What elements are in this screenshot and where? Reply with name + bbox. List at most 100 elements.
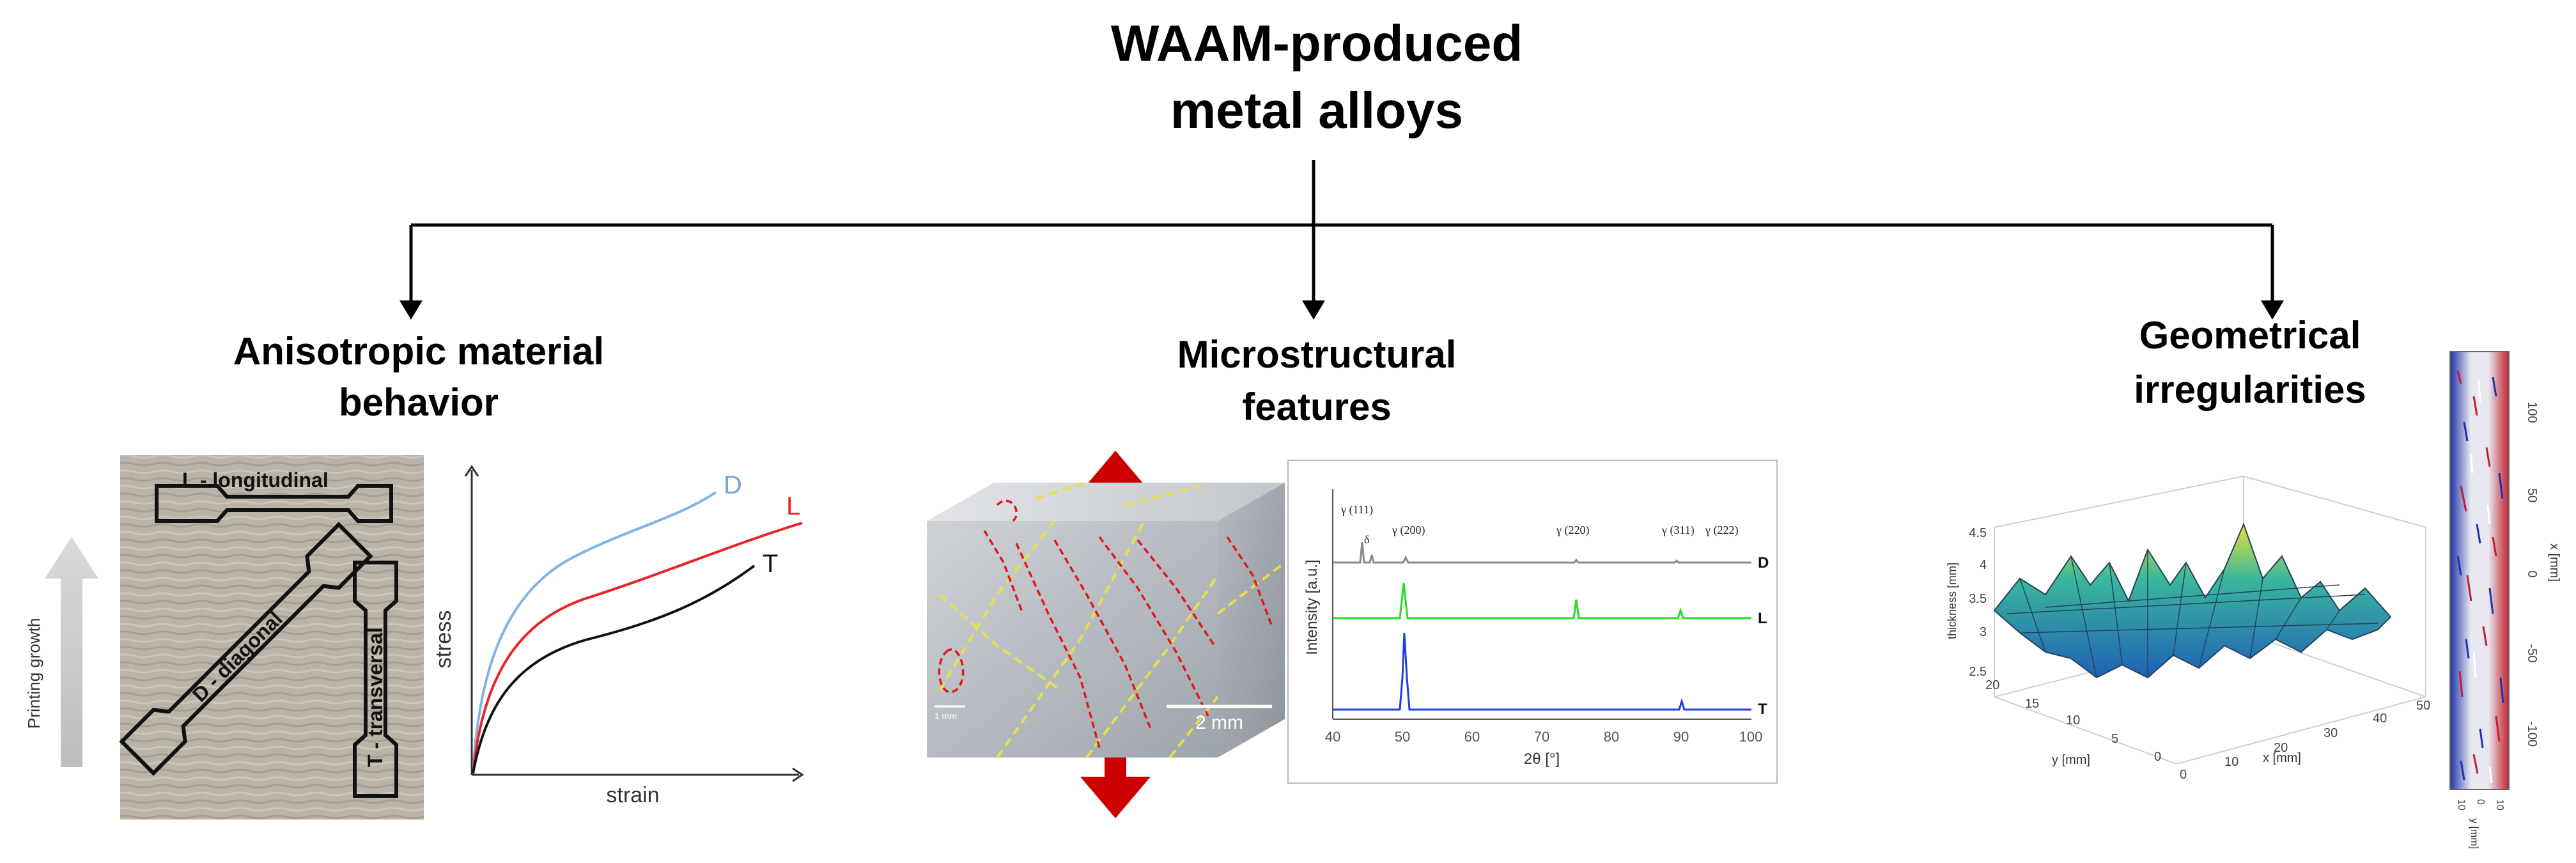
anisotropic-heading-line1: Anisotropic material xyxy=(233,330,604,373)
main-title: WAAM-produced metal alloys xyxy=(1111,15,1523,139)
strip-bottom-ticks: 10 0 10 xyxy=(2456,799,2505,811)
surface-mesh-lines xyxy=(2006,550,2378,678)
xrd-trace-d xyxy=(1333,541,1751,564)
surface-ytick: 10 xyxy=(2066,713,2080,727)
curve-t-label: T xyxy=(763,550,778,578)
tree-connectors xyxy=(400,160,2284,320)
surface-xtick: 10 xyxy=(2224,755,2238,769)
xrd-trace-t xyxy=(1333,632,1751,711)
surface-xtick: 0 xyxy=(2180,768,2187,782)
strain-label: strain xyxy=(606,783,659,807)
surface-plot: 4.5 4 3.5 3 2.5 thickness [mm] 20 15 10 … xyxy=(1946,475,2430,782)
strip-tick: 100 xyxy=(2525,401,2539,423)
strip-bottom-tick: 0 xyxy=(2475,799,2486,805)
strip-bottom-label: y [mm] xyxy=(2469,818,2479,849)
scale-bar-1mm-label: 1 mm xyxy=(935,711,957,721)
strip-ticks: 100 50 0 -50 -100 xyxy=(2525,401,2539,747)
scale-bar-2mm-label: 2 mm xyxy=(1195,712,1243,733)
xrd-xtick: 80 xyxy=(1604,729,1619,745)
geometry-heading-line1: Geometrical xyxy=(2139,314,2361,357)
strip-bottom-tick: 10 xyxy=(2494,799,2505,811)
specimen-transversal xyxy=(353,561,398,798)
main-title-line2: metal alloys xyxy=(1170,82,1463,139)
red-features xyxy=(938,499,1273,749)
stress-strain-chart: stress strain D L T xyxy=(431,465,804,807)
strip-tick: -100 xyxy=(2525,721,2539,747)
printing-growth-label: Printing growth xyxy=(24,618,43,729)
xrd-frame xyxy=(1287,460,1778,784)
thickness-strip-map: 100 50 0 -50 -100 x [mm] 10 0 10 y [mm] xyxy=(2449,351,2561,849)
arrowhead-center-icon xyxy=(1302,300,1325,320)
xrd-xtick: 90 xyxy=(1673,729,1689,745)
geometry-heading-line2: irregularities xyxy=(2134,368,2366,411)
xrd-series-labels: D L T xyxy=(1758,554,1769,718)
surface-zlabel: thickness [mm] xyxy=(1946,563,1959,639)
strip-bottom-tick: 10 xyxy=(2456,799,2467,811)
curve-l-label: L xyxy=(786,492,800,520)
branch-heading-geometry: Geometrical irregularities xyxy=(2134,314,2366,411)
strip-speckle xyxy=(2456,370,2504,784)
surface-ztick: 3.5 xyxy=(1969,592,1987,606)
stress-axis-arrow-icon xyxy=(464,465,479,477)
curve-d-label: D xyxy=(724,471,742,499)
surface-zticks: 4.5 4 3.5 3 2.5 xyxy=(1969,526,1987,679)
xrd-ylabel: Intensity [a.u.] xyxy=(1303,559,1321,655)
surface-ytick: 0 xyxy=(2154,750,2161,764)
surface-ztick: 3 xyxy=(1980,625,1987,639)
xrd-series-label-d: D xyxy=(1758,554,1769,571)
curve-l xyxy=(472,522,803,774)
strip-tick: 0 xyxy=(2525,570,2539,577)
xrd-series-label-t: T xyxy=(1758,701,1767,718)
tension-arrow-down-icon xyxy=(1080,748,1151,818)
main-title-line1: WAAM-produced xyxy=(1111,15,1523,72)
xrd-xtick: 50 xyxy=(1395,729,1410,745)
stress-label: stress xyxy=(431,610,456,669)
strip-map-image xyxy=(2449,351,2510,790)
arrowhead-right-icon xyxy=(2261,300,2284,320)
xrd-chart: Intensity [a.u.] 2θ [°] 40 50 60 70 80 9… xyxy=(1287,460,1778,784)
strip-tick: -50 xyxy=(2525,644,2539,663)
specimen-longitudinal xyxy=(155,484,393,523)
metal-plate-photo: L - longitudinal D - diagonal T - transv… xyxy=(119,455,424,820)
surface-ytick: 5 xyxy=(2111,732,2118,746)
xrd-xticks: 40 50 60 70 80 90 100 xyxy=(1325,729,1763,745)
surface-yticks: 20 15 10 5 0 xyxy=(1985,678,2161,764)
surface-xtick: 20 xyxy=(2274,741,2288,755)
strain-axis-arrow-icon xyxy=(792,767,804,782)
surface-ytick: 20 xyxy=(1985,678,1999,692)
xrd-peak-label: γ (311) xyxy=(1661,524,1695,537)
strip-xlabel: x [mm] xyxy=(2547,543,2561,582)
printing-growth-arrow: Printing growth xyxy=(24,537,98,767)
surface-ylabel: y [mm] xyxy=(2052,753,2090,767)
specimen-longitudinal-label: L - longitudinal xyxy=(182,469,329,492)
microstructure-block: 2 mm 1 mm xyxy=(927,451,1286,818)
strip-tick: 50 xyxy=(2525,488,2539,502)
xrd-peak-label: γ (222) xyxy=(1705,524,1738,537)
branch-heading-anisotropic: Anisotropic material behavior xyxy=(233,330,604,424)
surface-xtick: 50 xyxy=(2416,699,2430,713)
xrd-trace-l xyxy=(1333,582,1751,619)
specimen-transversal-label: T - transversal xyxy=(364,627,387,767)
xrd-peak-label: γ (111) xyxy=(1340,503,1373,517)
arrowhead-left-icon xyxy=(400,300,423,320)
printing-arrow-icon xyxy=(45,537,98,767)
xrd-peak-labels: γ (111) δ γ (200) γ (220) γ (311) γ (222… xyxy=(1340,503,1738,546)
surface-ztick: 4 xyxy=(1980,558,1987,572)
micro-heading-line2: features xyxy=(1242,385,1391,428)
curve-t xyxy=(472,564,756,774)
xrd-series-label-l: L xyxy=(1758,610,1767,627)
xrd-peak-label: γ (200) xyxy=(1392,524,1425,537)
surface-xtick: 40 xyxy=(2373,711,2387,726)
block-side-face xyxy=(1218,483,1285,758)
surface-ztick: 4.5 xyxy=(1969,526,1987,540)
surface-xticks: 0 10 20 30 40 50 xyxy=(2180,699,2430,782)
surface-ztick: 2.5 xyxy=(1969,665,1987,679)
xrd-peak-label: γ (220) xyxy=(1556,524,1589,537)
surface-xtick: 30 xyxy=(2324,726,2338,740)
xrd-xtick: 40 xyxy=(1325,729,1340,745)
micro-heading-line1: Microstructural xyxy=(1177,333,1457,376)
surface-mesh xyxy=(1993,522,2392,679)
surface-ytick: 15 xyxy=(2025,697,2039,711)
branch-heading-microstructure: Microstructural features xyxy=(1177,333,1457,428)
